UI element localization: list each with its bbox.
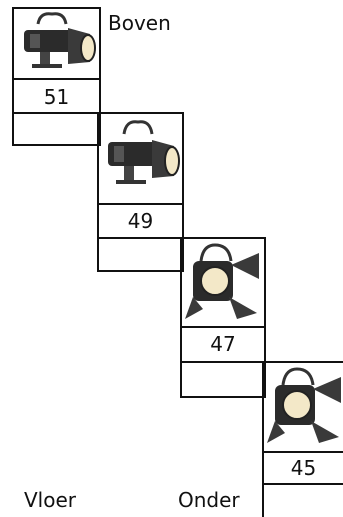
grid-line: [12, 7, 101, 9]
label-top: Boven: [108, 12, 171, 34]
grid-line: [180, 326, 266, 328]
label-bottom: Onder: [178, 489, 240, 511]
label-floor: Vloer: [24, 489, 76, 511]
lamp-number: 45: [264, 457, 343, 479]
grid-line: [262, 361, 264, 517]
grid-line: [99, 7, 101, 146]
grid-line: [12, 144, 101, 146]
grid-line: [97, 112, 99, 272]
profile-spotlight-icon: [16, 10, 98, 76]
grid-line: [12, 7, 14, 146]
grid-line: [12, 78, 101, 80]
fresnel-spotlight-icon: [183, 239, 263, 325]
lamp-number: 49: [99, 210, 182, 232]
profile-spotlight-icon: [102, 114, 182, 202]
grid-line: [262, 483, 343, 485]
grid-line: [180, 396, 266, 398]
grid-line: [262, 451, 343, 453]
fresnel-spotlight-icon: [265, 363, 343, 449]
grid-line: [97, 203, 184, 205]
grid-line: [180, 237, 182, 398]
lamp-number: 51: [14, 86, 99, 108]
grid-line: [97, 270, 184, 272]
lamp-number: 47: [182, 333, 264, 355]
